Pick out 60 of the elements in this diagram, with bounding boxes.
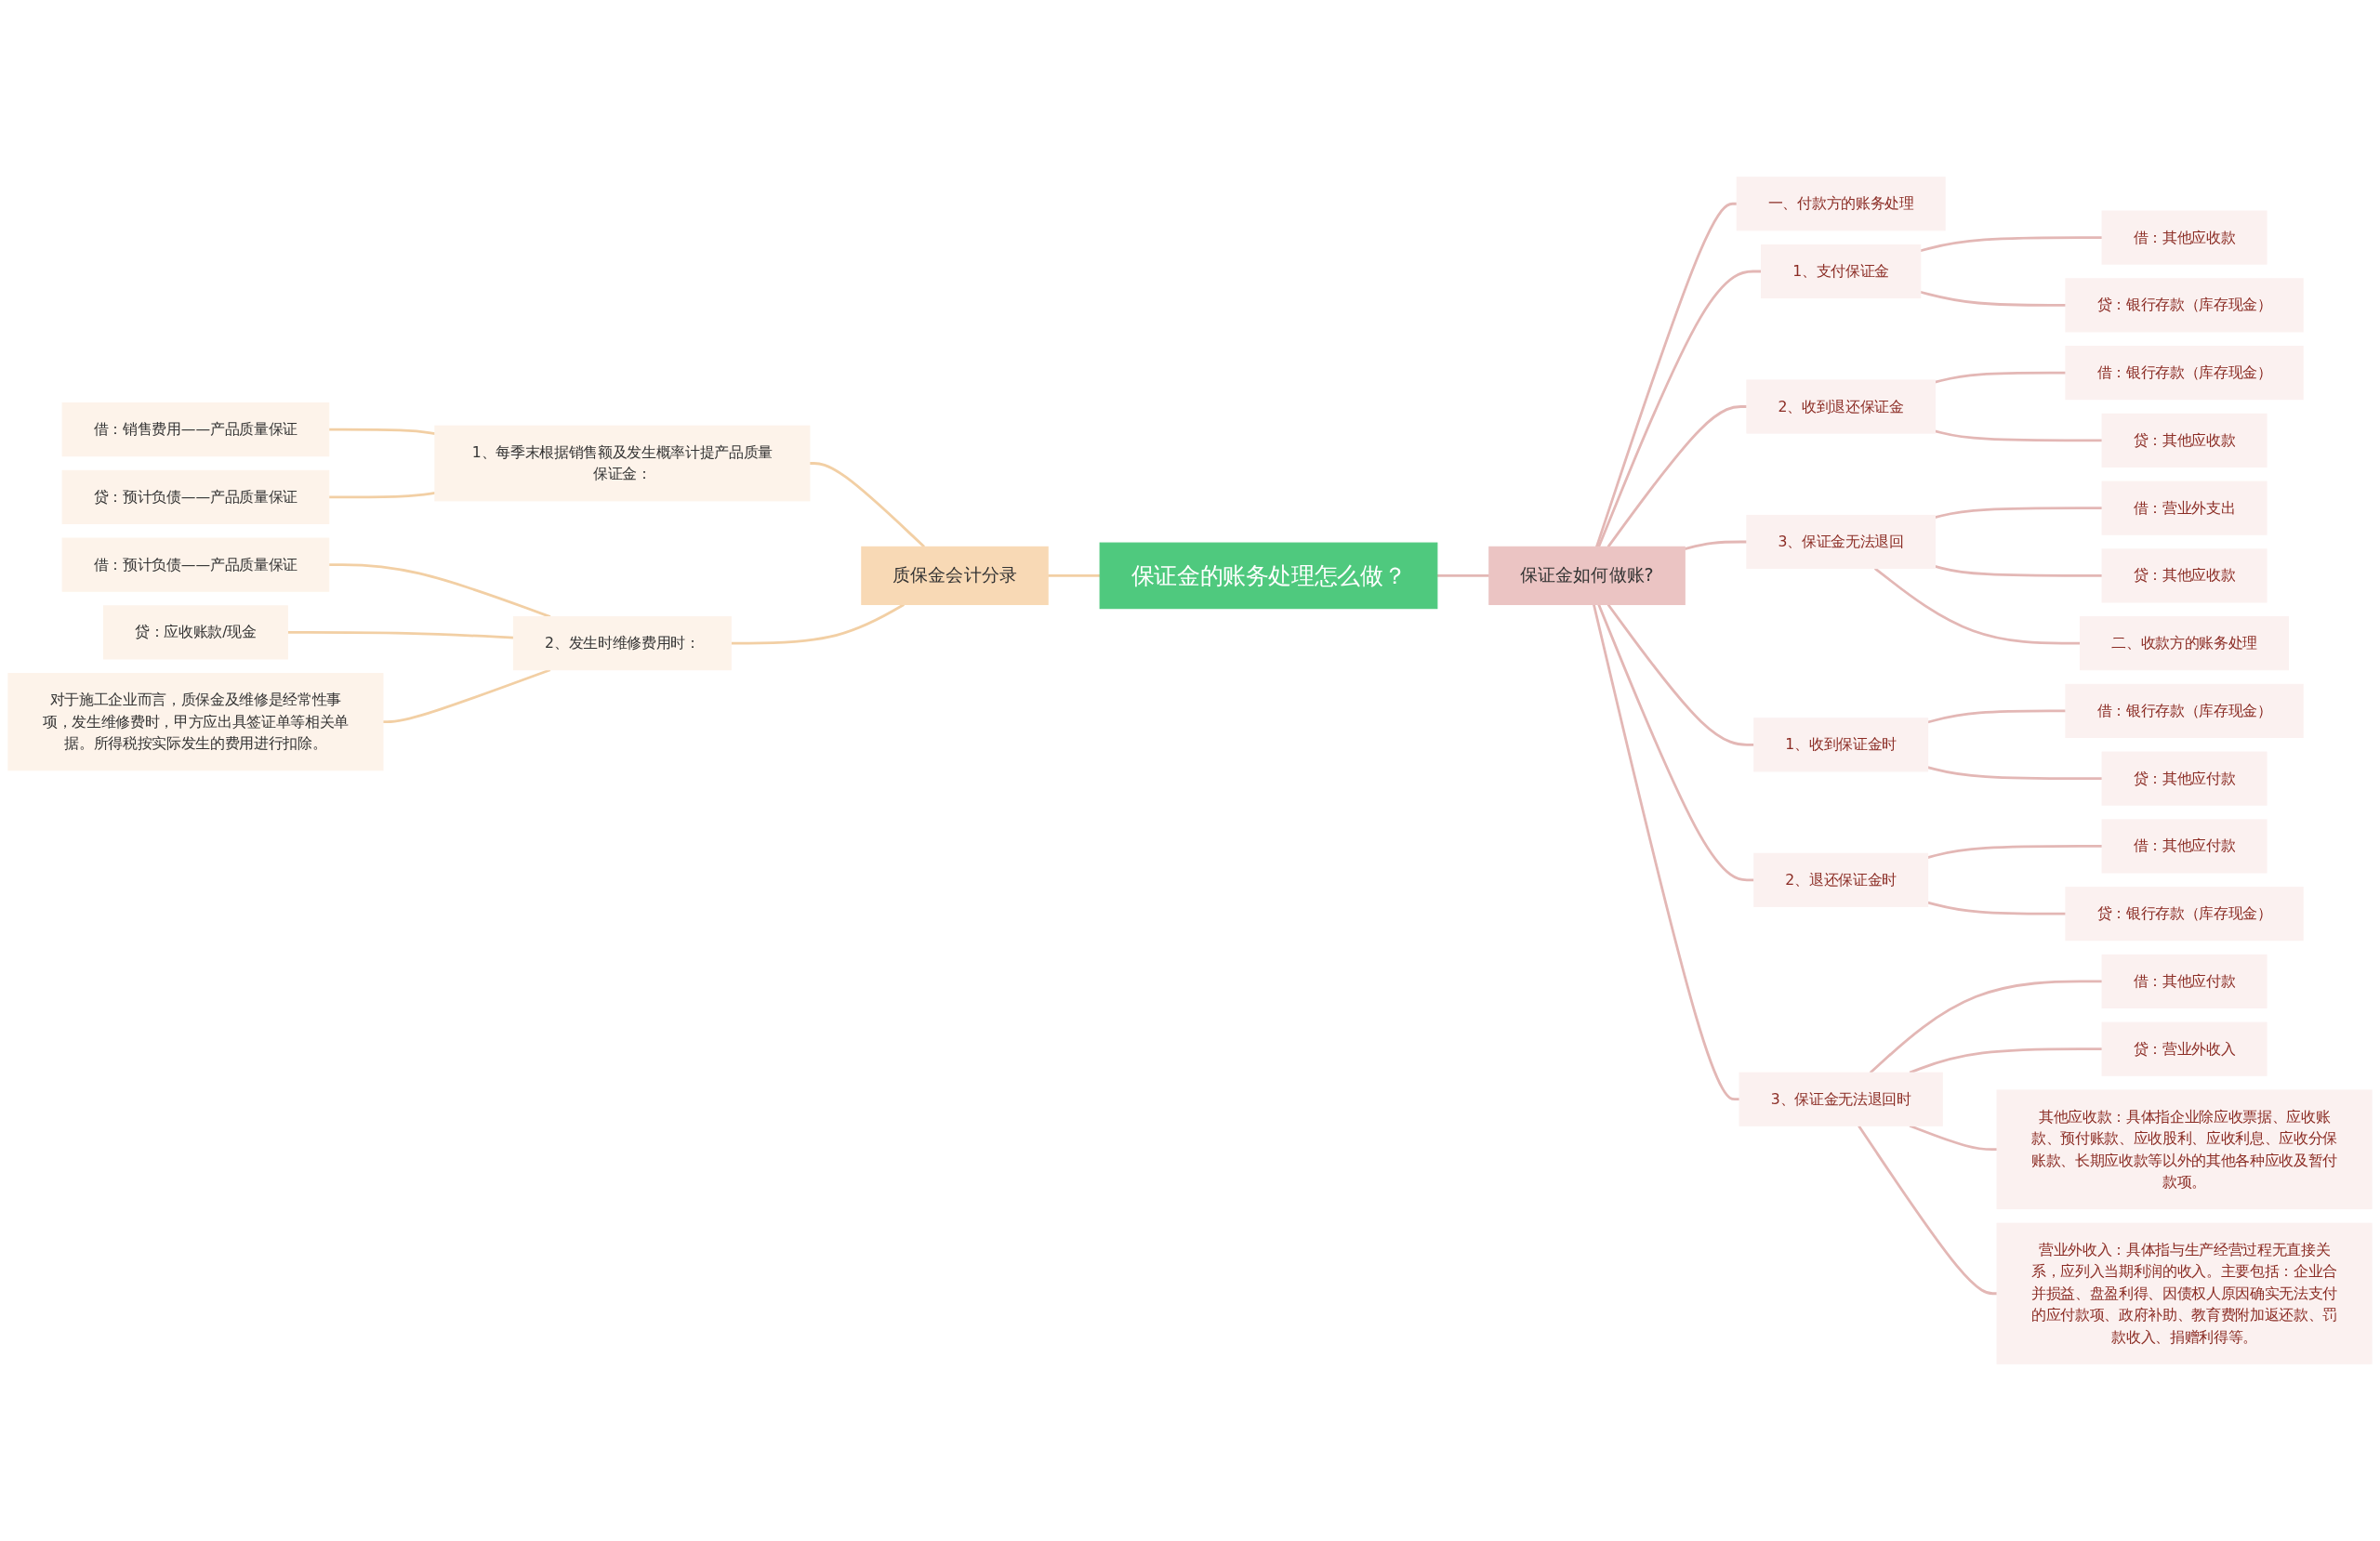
connector [1935,371,2066,384]
node-box: 贷：应收账款/现金 [102,605,288,660]
connector [1597,603,1754,882]
node-box: 贷：银行存款（库存现金） [2065,278,2304,333]
connector [1684,540,1747,550]
node-box: 2、退还保证金时 [1753,852,1929,907]
node-box: 贷：其他应付款 [2101,751,2268,806]
connector [1920,236,2103,253]
connector [328,563,551,618]
node-box: 借：营业外支出 [2101,481,2268,535]
connector [1927,709,2066,724]
node-box: 贷：其他应收款 [2101,413,2268,468]
connector [382,668,551,724]
node-box: 一、付款方的账务处理 [1736,177,1946,231]
node-box: 借：其他应付款 [2101,954,2268,1009]
node-box: 营业外收入：具体指与生产经营过程无直接关系，应列入当期利润的收入。主要包括：企业合并损益、盘盈利得、因债权人原因确实无法支付的应付款项、政府补助、教育费附加返还款、罚款收入、捐赠利得等。 [1996,1222,2373,1364]
connector [1436,574,1489,577]
connector [1593,604,1740,1101]
node-box: 借：银行存款（库存现金） [2065,346,2304,401]
node-box: 保证金如何做账? [1488,546,1686,605]
node-box: 2、发生时维修费用时： [512,616,732,671]
connector [1869,980,2103,1074]
connector [1606,603,1754,746]
connector [1935,429,2103,442]
connector [1935,565,2103,577]
connector [1597,270,1762,547]
node-box: 借：银行存款（库存现金） [2065,683,2304,738]
connector [1048,574,1101,577]
connector [1858,1125,1998,1296]
node-box: 借：销售费用——产品质量保证 [61,402,330,457]
connector [287,631,514,639]
node-box: 借：其他应收款 [2101,210,2268,265]
node-box: 对于施工企业而言，质保金及维修是经常性事项，发生维修费时，甲方应出具签证单等相关单据。所得税按实际发生的费用进行扣除。 [7,673,384,771]
node-box: 二、收款方的账务处理 [2080,616,2290,671]
connector [809,462,926,548]
node-box: 1、每季末根据销售额及发生概率计提产品质量保证金： [434,425,811,502]
connector [1927,845,2103,859]
connector [731,603,905,645]
connector [1606,405,1747,548]
node-box: 2、收到退还保证金 [1746,379,1936,434]
node-box: 保证金的账务处理怎么做？ [1099,542,1438,610]
connector [1920,290,2066,307]
node-box: 3、保证金无法退回时 [1739,1072,1943,1126]
node-box: 其他应收款：具体指企业除应收票据、应收账款、预付账款、应收股利、应收利息、应收分保账款、长期应收款等以外的其他各种应收及暂付款项。 [1996,1089,2373,1210]
node-box: 贷：银行存款（库存现金） [2065,887,2304,942]
node-box: 质保金会计分录 [861,546,1049,605]
node-box: 3、保证金无法退回 [1746,514,1936,570]
node-box: 借：其他应付款 [2101,819,2268,874]
node-box: 借：预计负债——产品质量保证 [61,537,330,592]
connector [1935,507,2103,520]
node-box: 1、支付保证金 [1761,244,1922,299]
connector [1595,202,1738,547]
node-box: 贷：营业外收入 [2101,1021,2268,1076]
node-box: 贷：预计负债——产品质量保证 [61,469,330,524]
connector [1927,766,2103,781]
node-box: 1、收到保证金时 [1753,718,1929,772]
connector [1909,1047,2103,1074]
node-box: 贷：其他应收款 [2101,548,2268,603]
connector [1927,901,2066,915]
connector [1873,567,2081,645]
